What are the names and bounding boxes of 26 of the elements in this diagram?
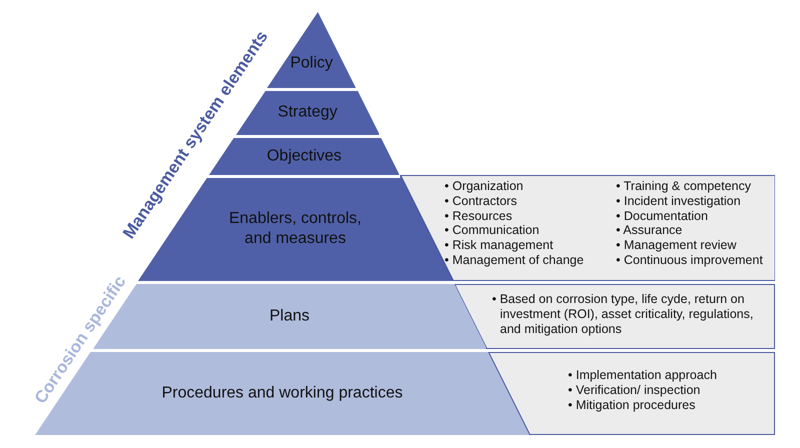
- bullet-item: • Mitigation procedures: [568, 398, 696, 412]
- tier-label: Policy: [289, 54, 334, 74]
- bullet-item: • Management of change: [444, 252, 585, 268]
- bullet-item: • Verification/ inspection: [568, 382, 702, 398]
- bullet-item: • Based on corrosion type, life cyde, return on investment (ROI), asset criticality, regulations, and mitigation options: [492, 292, 754, 336]
- tier-label: Enablers, controls, and measures: [228, 208, 362, 250]
- bullet-item: • Organization: [444, 179, 524, 194]
- tier-label: Procedures and working practices: [160, 383, 404, 404]
- pyramid-tier: [267, 12, 356, 88]
- bullet-item: • Incident investigation: [616, 194, 742, 208]
- bullet-item: • Management review: [616, 238, 738, 253]
- info-panel: [400, 175, 775, 281]
- tier-label: Plans: [268, 306, 311, 326]
- bullet-item: • Training & competency: [616, 179, 752, 194]
- tier-label: Objectives: [266, 146, 343, 166]
- bullet-item: • Continuous improvement: [616, 252, 764, 268]
- bullet-item: • Assurance: [616, 223, 684, 238]
- info-panel: [488, 352, 775, 435]
- bullet-item: • Implementation approach: [568, 368, 718, 383]
- bullet-item: • Risk management: [444, 238, 554, 253]
- tier-label: Strategy: [276, 102, 338, 123]
- bullet-item: • Contractors: [444, 194, 518, 208]
- bullet-item: • Communication: [444, 223, 540, 238]
- bullet-item: • Documentation: [616, 208, 709, 224]
- info-panel: [454, 284, 775, 349]
- bullet-item: • Resources: [444, 208, 514, 224]
